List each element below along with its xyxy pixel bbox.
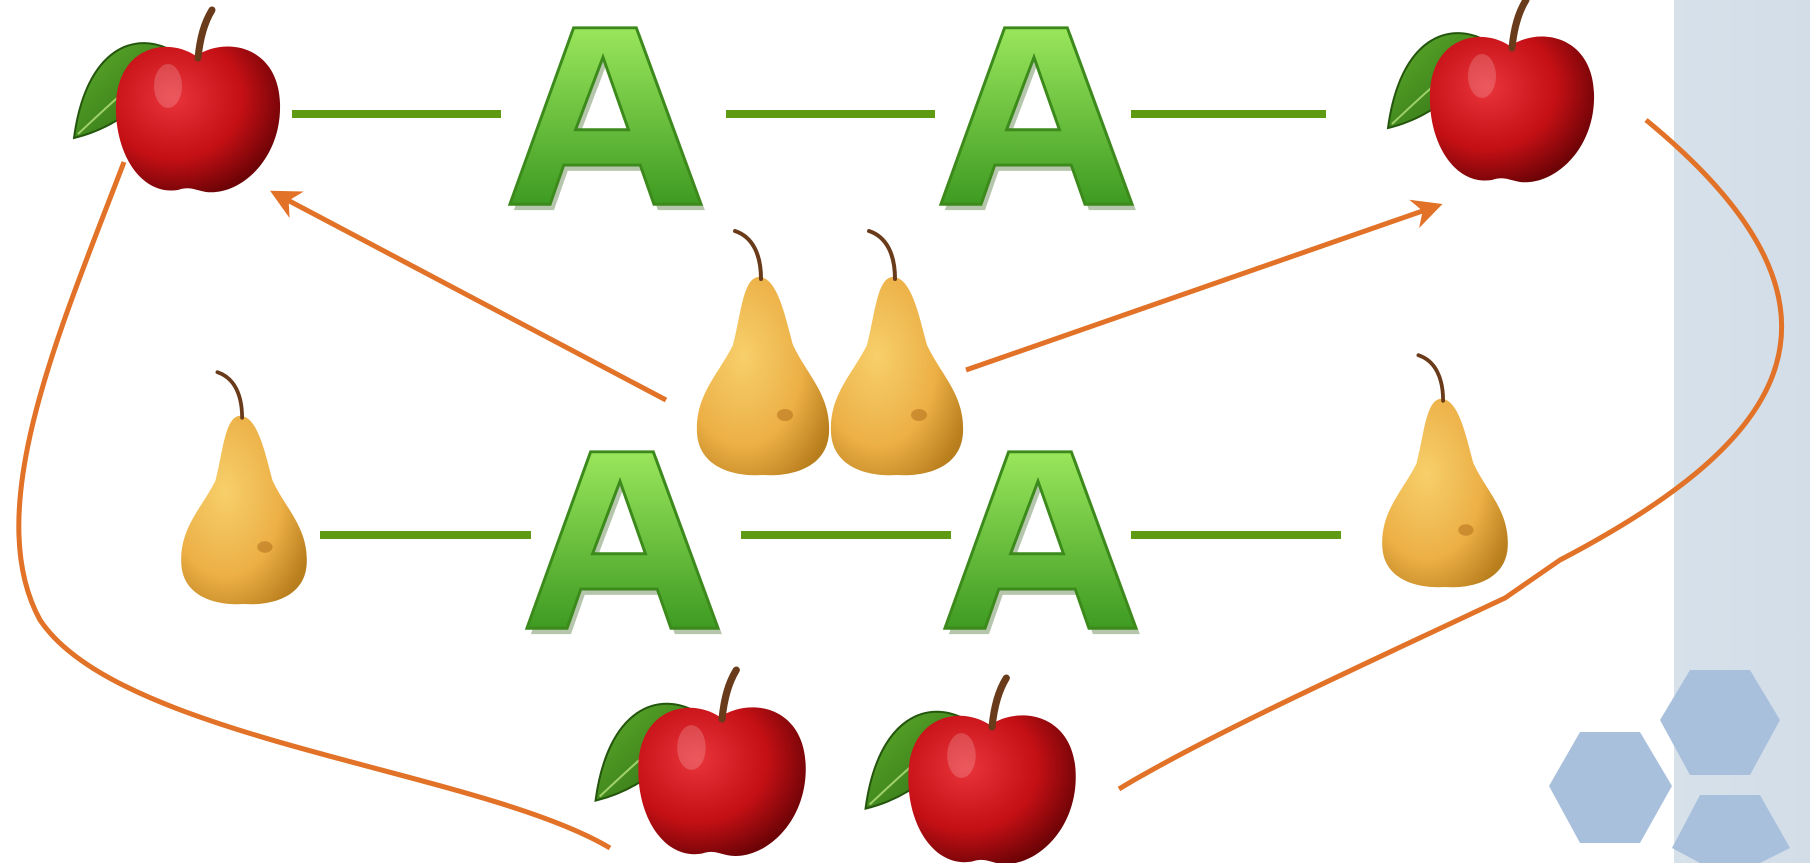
hexagon-cluster <box>1549 670 1790 863</box>
green-connectors <box>292 110 1341 539</box>
apple-icon <box>72 6 281 193</box>
apple-icon <box>1386 0 1595 183</box>
right-loop-curve <box>1117 118 1785 792</box>
arrow-to-top-left-apple <box>270 190 668 403</box>
letter-a-icon: A <box>524 450 722 635</box>
pear-icon <box>1382 353 1508 588</box>
apple-icon <box>594 666 806 856</box>
orange-connectors <box>16 118 1785 851</box>
letter-a-icon: A <box>938 26 1136 211</box>
pear-icon <box>696 229 830 476</box>
pear-icon <box>181 370 307 605</box>
left-loop-curve <box>16 161 612 851</box>
hexagon-icon <box>1549 732 1672 843</box>
diagram-items: A A A A <box>72 0 1595 863</box>
letter-a-icon: A <box>942 450 1140 635</box>
letter-a-icon: A <box>507 26 705 211</box>
pear-icon <box>830 229 964 476</box>
apple-icon <box>864 674 1076 863</box>
arrow-to-top-right-apple <box>965 199 1443 373</box>
hexagon-icon <box>1660 670 1780 775</box>
hexagon-icon <box>1672 795 1790 863</box>
